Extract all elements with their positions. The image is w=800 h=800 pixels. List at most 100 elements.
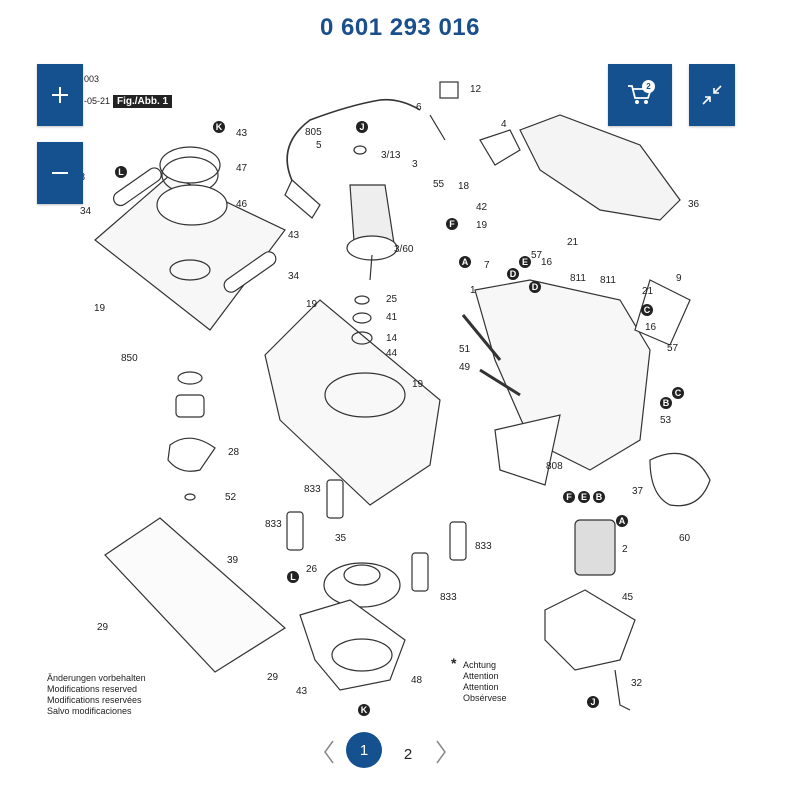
modifications-note: Änderungen vorbehalten Modifications res… xyxy=(47,673,146,717)
note-line: Attention xyxy=(463,682,499,692)
callout-1: 1 xyxy=(470,285,476,296)
marker-e: E xyxy=(522,257,528,267)
collapse-icon xyxy=(702,85,722,105)
callout-21: 21 xyxy=(567,237,579,248)
dust-plate-48 xyxy=(299,599,406,691)
callout-12: 12 xyxy=(470,84,482,95)
callout-45: 45 xyxy=(622,592,634,603)
callout-850: 850 xyxy=(121,353,138,364)
switch-4 xyxy=(479,129,521,166)
marker-j: J xyxy=(590,697,595,707)
zoom-out-button[interactable] xyxy=(37,142,83,204)
handle-36 xyxy=(519,114,681,221)
callout-42: 42 xyxy=(476,202,488,213)
callout-32: 32 xyxy=(631,678,643,689)
callout-52: 52 xyxy=(225,492,237,503)
callout-37: 37 xyxy=(632,486,644,497)
marker-d: D xyxy=(510,269,517,279)
page-2-button[interactable]: 2 xyxy=(403,745,413,763)
marker-b: B xyxy=(663,398,670,408)
callout-19: 19 xyxy=(412,379,424,390)
callout-57: 57 xyxy=(531,250,543,261)
note-line: Salvo modificaciones xyxy=(47,706,132,716)
callout-833: 833 xyxy=(265,519,282,530)
chevron-left-icon[interactable] xyxy=(322,738,336,766)
note-line: Attention xyxy=(463,671,499,681)
marker-k: K xyxy=(361,705,368,715)
callout-5: 5 xyxy=(316,140,322,151)
callout-39: 39 xyxy=(227,555,239,566)
callout-43: 43 xyxy=(236,128,248,139)
callout-29: 29 xyxy=(97,622,109,633)
marker-l: L xyxy=(290,572,296,582)
marker-a: A xyxy=(619,516,626,526)
callout-21: 21 xyxy=(642,286,654,297)
marker-b: B xyxy=(596,492,603,502)
power-cable-805 xyxy=(286,98,421,196)
callout-25: 25 xyxy=(386,294,398,305)
callout-53: 53 xyxy=(660,415,672,426)
marker-f: F xyxy=(566,492,572,502)
callout-57: 57 xyxy=(667,343,679,354)
callout-55: 55 xyxy=(433,179,445,190)
callout-26: 26 xyxy=(306,564,318,575)
callout-805: 805 xyxy=(305,127,322,138)
callout-19: 19 xyxy=(94,303,106,314)
attention-star: * xyxy=(451,655,457,671)
callout-4: 4 xyxy=(501,119,507,130)
shield-9 xyxy=(634,279,691,346)
sticker-808 xyxy=(494,414,561,486)
callout-51: 51 xyxy=(459,344,471,355)
callout-3: 3 xyxy=(412,159,418,170)
callout-34: 34 xyxy=(80,206,92,217)
cap-60 xyxy=(649,452,711,507)
callout-808: 808 xyxy=(546,461,563,472)
callout-833: 833 xyxy=(440,592,457,603)
minus-icon xyxy=(52,172,68,174)
marker-f: F xyxy=(449,219,455,229)
callout-811: 811 xyxy=(570,273,586,284)
stamp-line: 003 xyxy=(84,74,100,84)
marker-c: C xyxy=(644,305,651,315)
callout-2: 2 xyxy=(622,544,628,555)
callout-833: 833 xyxy=(475,541,492,552)
callout-16: 16 xyxy=(645,322,657,333)
callout-29: 29 xyxy=(267,672,279,683)
callout-60: 60 xyxy=(679,533,691,544)
callout-9: 9 xyxy=(676,273,682,284)
note-line: Modifications reserved xyxy=(47,684,138,694)
callout-35: 35 xyxy=(335,533,347,544)
sealing-ring-47 xyxy=(159,146,221,184)
callout-16: 16 xyxy=(541,257,553,268)
callout-833: 833 xyxy=(304,484,321,495)
marker-c: C xyxy=(675,388,682,398)
marker-k: K xyxy=(216,122,223,132)
chevron-right-icon[interactable] xyxy=(434,738,448,766)
figure-label: Fig./Abb. 1 xyxy=(113,95,173,108)
page-1-button[interactable]: 1 xyxy=(346,732,382,768)
part-number-title: 0 601 293 016 xyxy=(320,14,480,41)
callout-34: 34 xyxy=(288,271,300,282)
callout-46: 46 xyxy=(236,199,248,210)
cart-count-badge: 2 xyxy=(642,80,655,93)
callout-43: 43 xyxy=(296,686,308,697)
callout-3-13: 3/13 xyxy=(381,150,401,161)
marker-d: D xyxy=(532,282,539,292)
drawing-date-stamp: 003 -05-21 xyxy=(84,74,110,107)
callout-19: 19 xyxy=(306,299,318,310)
attention-note: * Achtung Attention Attention Obsérvese xyxy=(451,655,507,704)
upper-plate-shape xyxy=(94,174,286,331)
cart-button[interactable]: 2 xyxy=(608,64,672,126)
cover-45 xyxy=(544,589,636,671)
marker-l: L xyxy=(118,167,124,177)
note-line: Obsérvese xyxy=(463,693,507,703)
callout-36: 36 xyxy=(688,199,700,210)
collapse-button[interactable] xyxy=(689,64,735,126)
marker-j: J xyxy=(359,122,364,132)
pagination: 1 2 xyxy=(0,730,800,780)
callout-811: 811 xyxy=(600,275,616,286)
zoom-in-button[interactable] xyxy=(37,64,83,126)
callout-18: 18 xyxy=(458,181,470,192)
housing-44 xyxy=(264,299,441,506)
